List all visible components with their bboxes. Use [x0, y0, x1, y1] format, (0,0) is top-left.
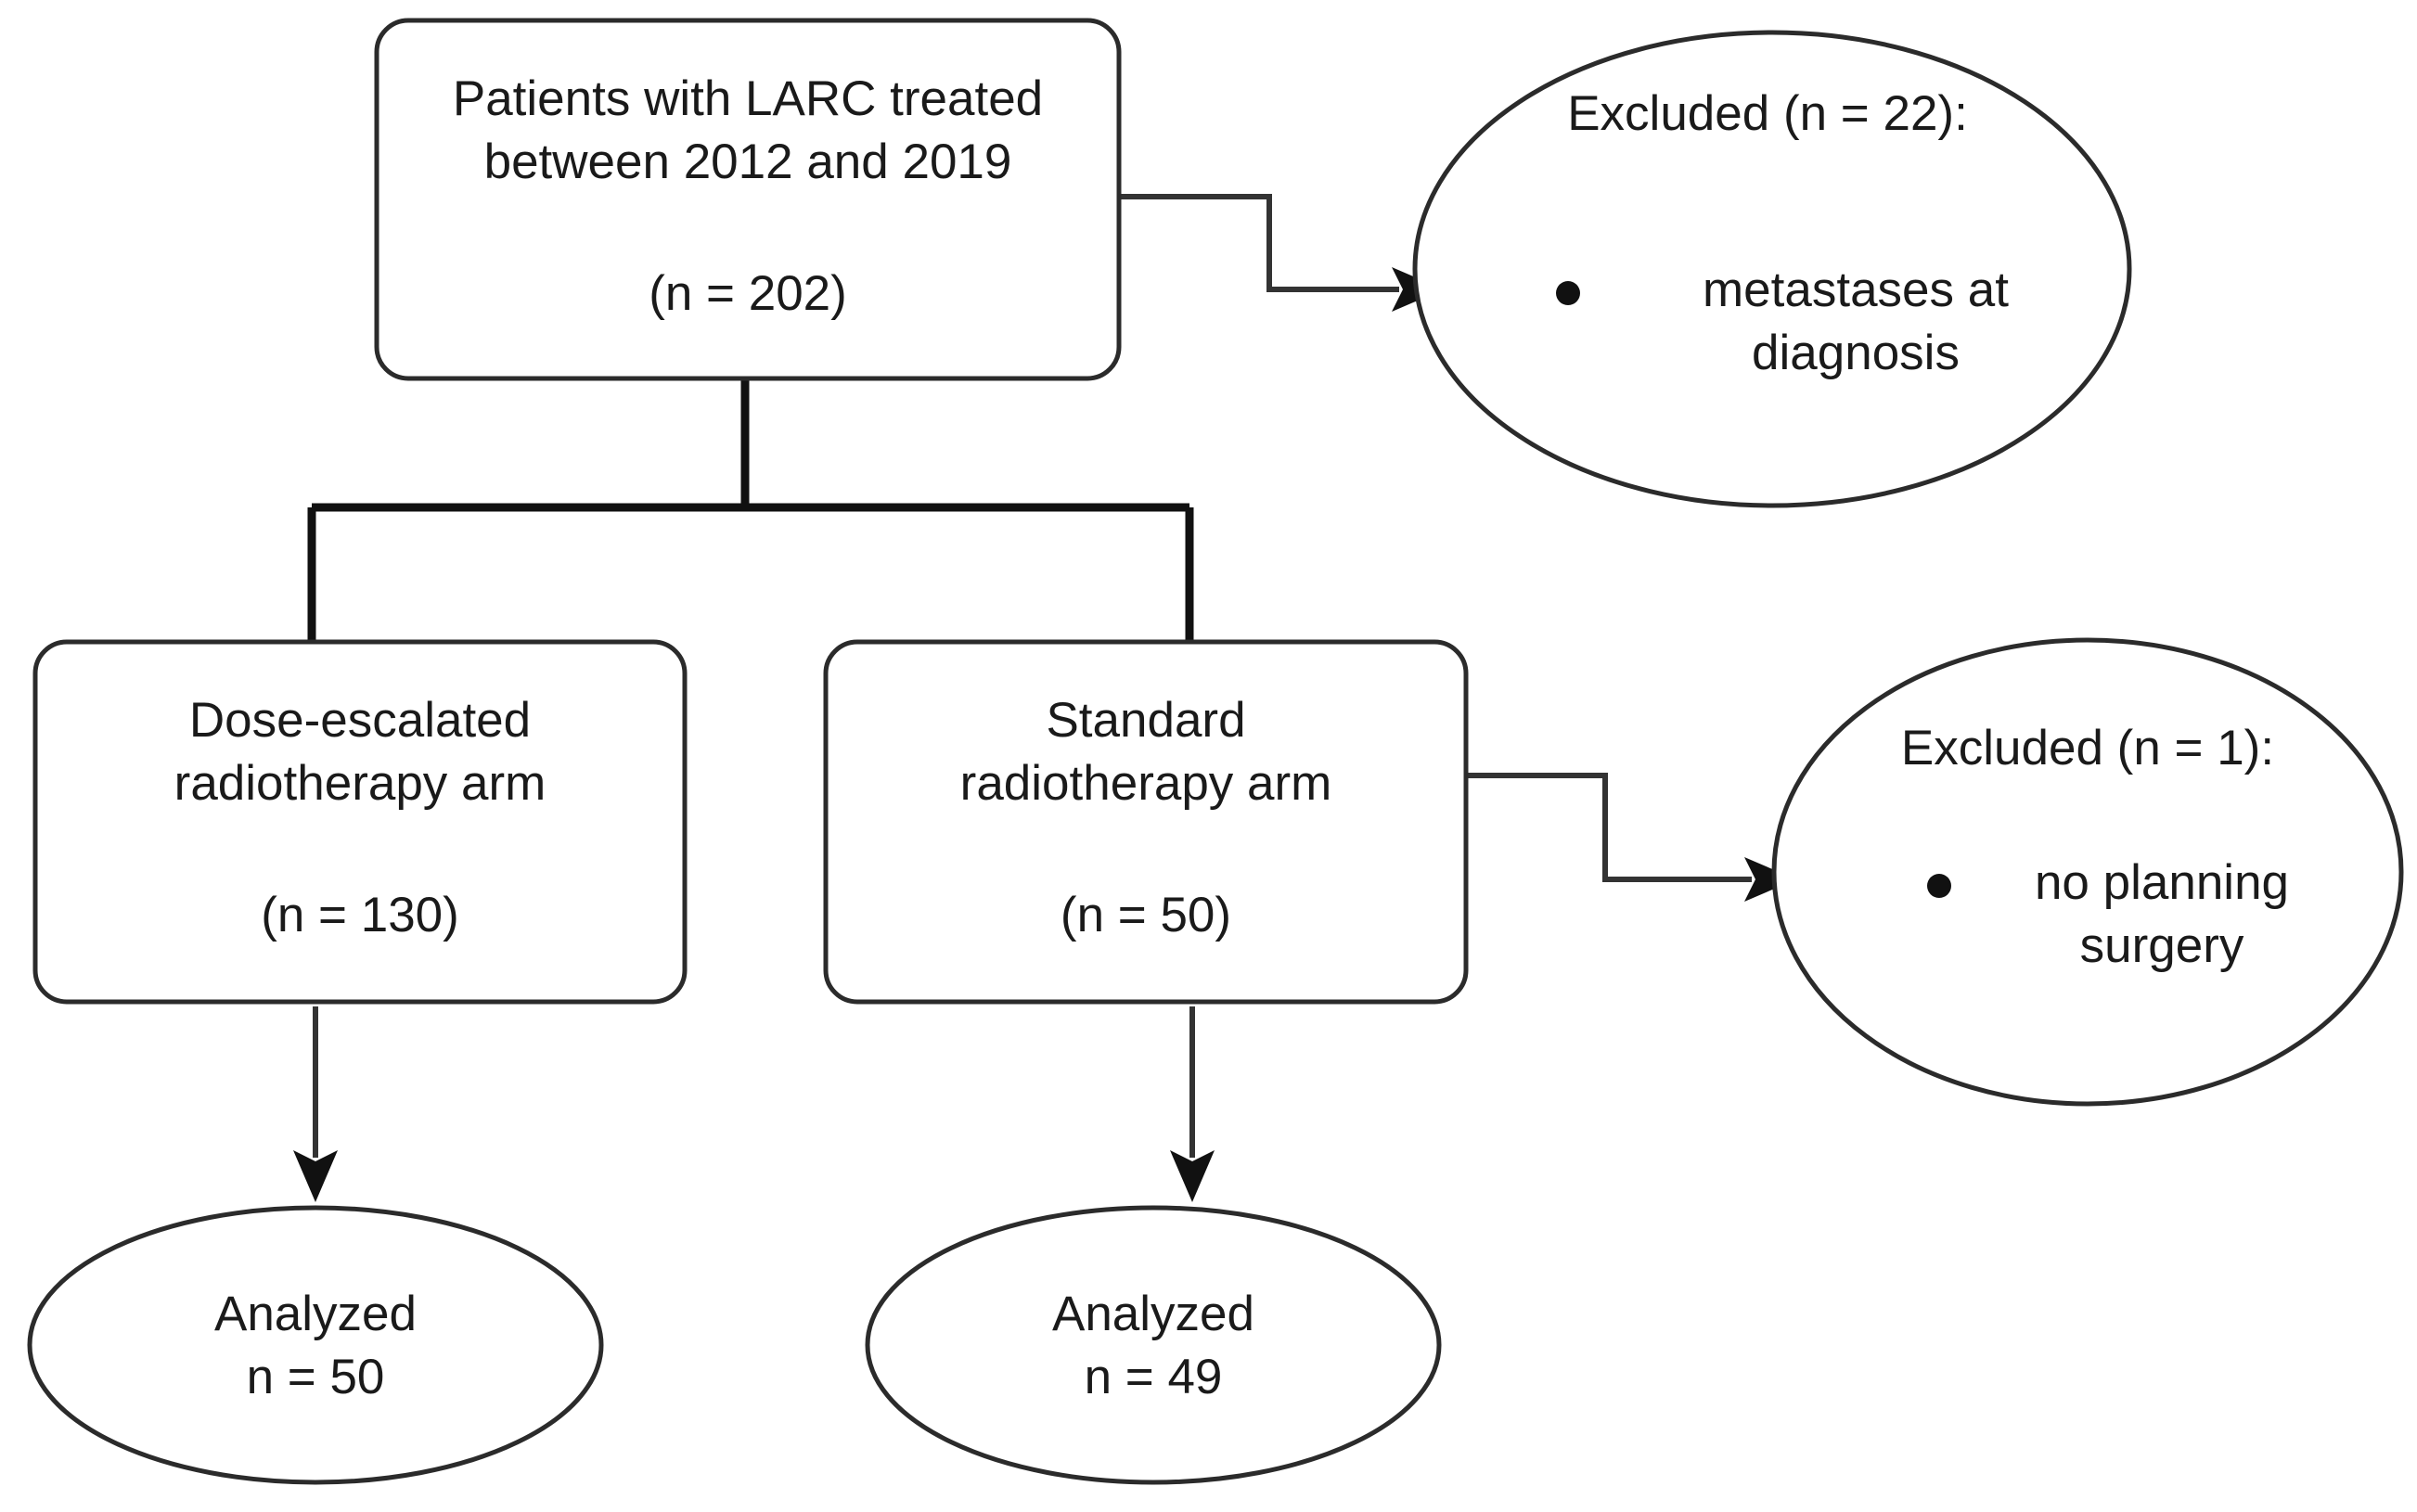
cohort-count: (n = 202)	[649, 266, 847, 321]
excluded-top-heading: Excluded (n = 22):	[1567, 86, 1968, 141]
node-cohort[interactable]: Patients with LARC treated between 2012 …	[374, 18, 1122, 381]
analyzed-left-line1: Analyzed	[214, 1287, 417, 1341]
dose-escalated-line2: radiotherapy arm	[174, 756, 546, 811]
excluded-bottom-bullet-line1: no planning	[2035, 855, 2289, 910]
dose-escalated-count: (n = 130)	[261, 888, 459, 942]
cohort-line2: between 2012 and 2019	[484, 135, 1012, 189]
node-arm-standard[interactable]: Standard radiotherapy arm (n = 50)	[823, 639, 1469, 1005]
edge-standard-to-analyzed-right	[1170, 1006, 1215, 1202]
standard-line1: Standard	[1046, 693, 1245, 748]
bullet-icon	[1556, 281, 1580, 305]
excluded-top-ellipse-shape	[1412, 30, 2132, 508]
edge-cohort-split	[307, 378, 1194, 642]
node-analyzed-right[interactable]: Analyzed n = 49	[865, 1205, 1442, 1485]
excluded-top-bullet-line2: diagnosis	[1752, 326, 1960, 380]
standard-count: (n = 50)	[1061, 888, 1231, 942]
node-excluded-top[interactable]: Excluded (n = 22): metastases at diagnos…	[1412, 30, 2132, 508]
standard-box-shape	[823, 639, 1469, 1005]
edge-dose-to-analyzed-left	[293, 1006, 338, 1202]
node-analyzed-left[interactable]: Analyzed n = 50	[27, 1205, 604, 1485]
excluded-bottom-bullet-line2: surgery	[2080, 918, 2244, 973]
analyzed-left-ellipse-shape	[27, 1205, 604, 1485]
cohort-line1: Patients with LARC treated	[453, 71, 1043, 126]
node-arm-dose-escalated[interactable]: Dose-escalated radiotherapy arm (n = 130…	[32, 639, 688, 1005]
edge-standard-to-excluded-bottom	[1466, 773, 1796, 902]
dose-escalated-line1: Dose-escalated	[189, 693, 531, 748]
excluded-bottom-ellipse-shape	[1771, 637, 2404, 1107]
excluded-top-bullet-line1: metastases at	[1703, 263, 2009, 317]
excluded-bottom-heading: Excluded (n = 1):	[1901, 721, 2274, 775]
node-excluded-bottom[interactable]: Excluded (n = 1): no planning surgery	[1771, 637, 2404, 1107]
standard-line2: radiotherapy arm	[960, 756, 1332, 811]
dose-escalated-box-shape	[32, 639, 688, 1005]
analyzed-right-line2: n = 49	[1085, 1350, 1223, 1404]
bullet-icon	[1927, 874, 1951, 898]
edge-cohort-to-excluded-top	[1121, 194, 1444, 312]
analyzed-right-line1: Analyzed	[1052, 1287, 1254, 1341]
analyzed-right-ellipse-shape	[865, 1205, 1442, 1485]
analyzed-left-line2: n = 50	[247, 1350, 385, 1404]
cohort-box-shape	[374, 18, 1122, 381]
